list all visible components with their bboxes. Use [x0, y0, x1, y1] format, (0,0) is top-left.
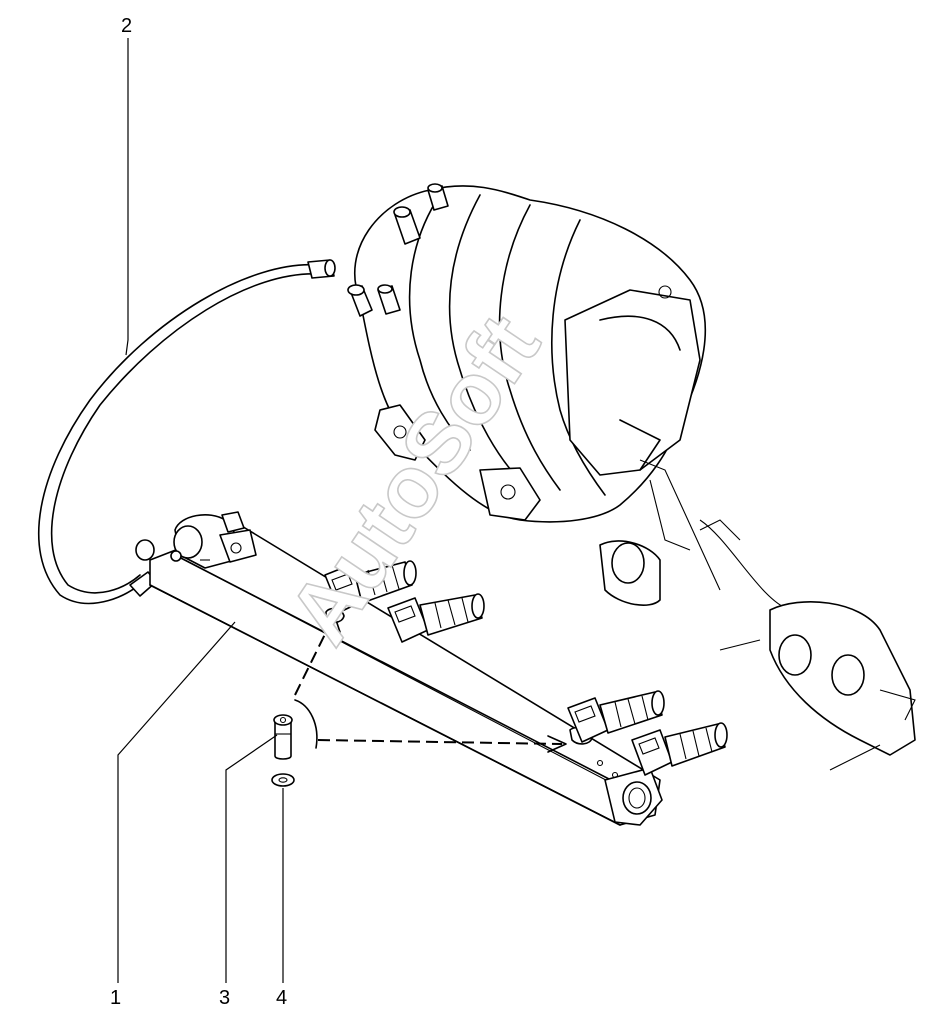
callout-2: 2 — [121, 15, 132, 37]
cylinder-head-flange — [599, 459, 916, 771]
callout-1: 1 — [110, 987, 121, 1009]
fuel-injector-3 — [567, 690, 665, 743]
leader-lines — [117, 38, 284, 983]
fuel-injector-4 — [631, 722, 728, 776]
fuel-hose — [37, 259, 336, 605]
bolt — [273, 714, 293, 760]
installation-arrows — [294, 613, 567, 753]
fuel-injector-1 — [324, 560, 417, 613]
callout-3: 3 — [219, 987, 230, 1009]
pressure-regulator — [170, 511, 257, 569]
fuel-injector-2 — [387, 593, 485, 643]
washer — [271, 773, 295, 787]
intake-manifold — [347, 183, 707, 523]
fuel-rail — [135, 524, 663, 826]
callout-4: 4 — [276, 987, 287, 1009]
